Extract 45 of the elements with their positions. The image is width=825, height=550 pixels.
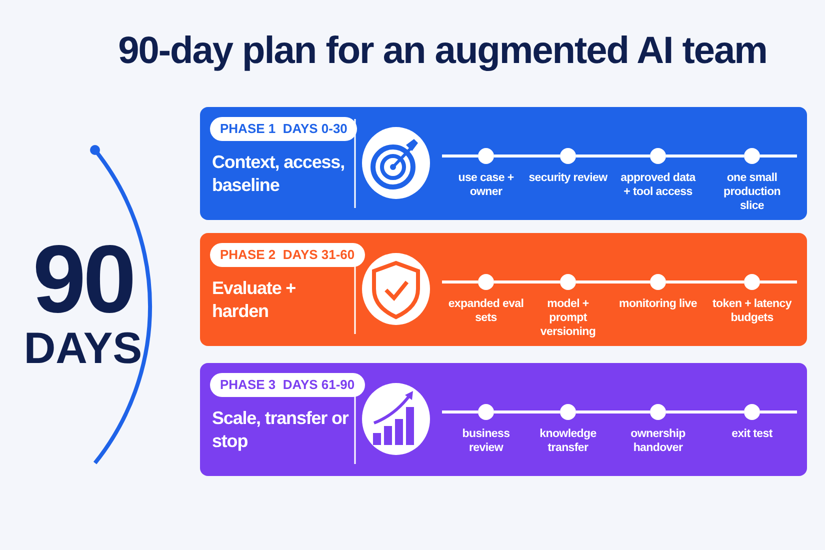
milestone-dot <box>560 274 576 290</box>
phase-band <box>200 107 807 220</box>
phase-badge: PHASE 1 DAYS 0-30 <box>210 117 358 141</box>
milestone-label: ownership handover <box>630 427 686 455</box>
milestone-label: monitoring live <box>618 297 698 311</box>
milestone-dot <box>650 404 666 420</box>
milestone-label: exit test <box>730 427 774 441</box>
milestone-label: knowledge transfer <box>538 427 598 455</box>
phase-badge: PHASE 3 DAYS 61-90 <box>210 373 365 397</box>
timeline-connector <box>494 154 560 158</box>
milestone-dot <box>478 404 494 420</box>
milestone-dot <box>478 148 494 164</box>
days-label: DAYS <box>22 326 144 372</box>
milestone-dot <box>744 274 760 290</box>
milestone-label: security review <box>528 171 608 185</box>
timeline-connector <box>576 410 650 414</box>
milestone-dot <box>560 404 576 420</box>
milestone-label: business review <box>461 427 511 455</box>
milestone-label: expanded eval sets <box>447 297 525 325</box>
phase-band <box>200 363 807 476</box>
milestone-label: token + latency budgets <box>712 297 792 325</box>
milestone-dot <box>650 148 666 164</box>
timeline-connector <box>494 410 560 414</box>
title: 90-day plan for an augmented AI team <box>117 30 768 73</box>
phase-band <box>200 233 807 346</box>
milestone-dot <box>478 274 494 290</box>
timeline-connector <box>666 280 744 284</box>
phase-heading: Evaluate + harden <box>212 277 297 323</box>
milestone-label: model + prompt versioning <box>539 297 597 339</box>
phase-badge: PHASE 2 DAYS 31-60 <box>210 243 365 267</box>
milestone-dot <box>744 148 760 164</box>
milestone-dot <box>744 404 760 420</box>
timeline-connector <box>576 154 650 158</box>
phase-heading: Scale, transfer or stop <box>212 407 350 453</box>
timeline-connector <box>666 410 744 414</box>
timeline-connector <box>494 280 560 284</box>
phase-heading: Context, access, baseline <box>212 151 346 197</box>
milestone-label: one small production slice <box>722 171 782 213</box>
milestone-dot <box>560 148 576 164</box>
milestone-label: use case + owner <box>457 171 515 199</box>
milestone-dot <box>650 274 666 290</box>
milestone-label: approved data + tool access <box>620 171 697 199</box>
timeline-connector <box>666 154 744 158</box>
big-number: 90 <box>32 232 134 328</box>
timeline-connector <box>576 280 650 284</box>
